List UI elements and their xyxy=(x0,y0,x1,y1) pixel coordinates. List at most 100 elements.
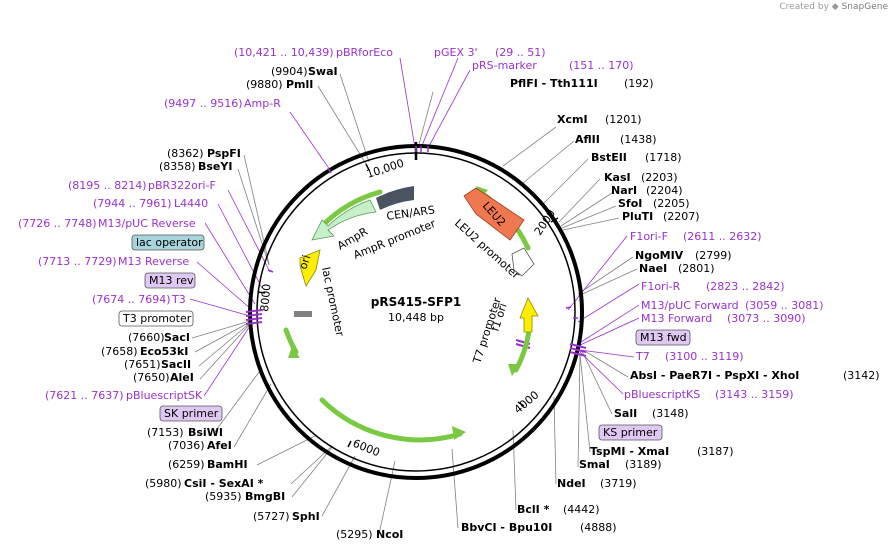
enzyme-bbvci-pos: (4888) xyxy=(580,521,617,534)
enzyme-sali-pos: (3148) xyxy=(652,407,689,420)
primer-f1ori-f-range: (2611 .. 2632) xyxy=(683,230,762,243)
primer-pbluescriptsk-range: (7621 .. 7637) xyxy=(45,389,124,402)
primer-pgex3-range: (29 .. 51) xyxy=(495,46,546,59)
enzyme-nari-pos: (2204) xyxy=(646,184,683,197)
enzyme-bsteii-pos: (1718) xyxy=(645,151,682,164)
leu2-promoter-feature xyxy=(511,247,535,277)
scale-ticks xyxy=(257,163,559,448)
enzyme-ndei-pos: (3719) xyxy=(600,477,637,490)
enzyme-afei-name: AfeI xyxy=(207,439,232,452)
primer-m13puc-fwd-name: M13/pUC Forward xyxy=(641,299,739,312)
t3-promoter-box: T3 promoter xyxy=(118,310,194,327)
sk-primer-label: SK primer xyxy=(164,407,219,420)
snapgene-credit: Created by ◆ SnapGene xyxy=(779,2,888,12)
primer-ticks xyxy=(267,146,578,319)
snapgene-logo-icon: ◆ xyxy=(831,2,839,12)
enzyme-alei-name: AleI xyxy=(170,371,194,384)
enzyme-swai-name: SwaI xyxy=(308,65,338,78)
lac-operator-mark xyxy=(294,311,312,317)
enzyme-pmli-pos: (9880) xyxy=(246,78,283,91)
enzyme-smai-pos: (3189) xyxy=(625,458,662,471)
primer-m13puc-fwd-range: (3059 .. 3081) xyxy=(745,299,824,312)
enzyme-saci-name: SacI xyxy=(164,331,190,344)
enzyme-pspfi-pos: (8362) xyxy=(167,147,204,160)
primer-prs-marker-name: pRS-marker xyxy=(472,59,537,72)
primer-ampr-range: (9497 .. 9516) xyxy=(164,97,243,110)
enzyme-absi-pos: (3142) xyxy=(843,369,880,382)
enzyme-xcmi-name: XcmI xyxy=(557,113,588,126)
ampr-feature xyxy=(311,199,377,241)
primer-pbluescriptsk-name: pBluescriptSK xyxy=(126,389,203,402)
enzyme-sfoi-pos: (2205) xyxy=(653,197,690,210)
lac-promoter-label: lac promoter xyxy=(319,266,346,338)
primer-pbrforeco-name: pBRforEco xyxy=(336,46,393,59)
mcs-bars-left xyxy=(245,309,263,325)
primer-t3-range: (7674 .. 7694) xyxy=(92,293,171,306)
enzyme-ncoi-name: NcoI xyxy=(376,528,403,541)
ks-primer-label: KS primer xyxy=(603,426,658,439)
enzyme-ngomiv-name: NgoMIV xyxy=(635,249,684,262)
primer-m13-reverse-name: M13 Reverse xyxy=(118,255,189,268)
enzyme-aflii-pos: (1438) xyxy=(620,133,657,146)
primer-pbr322-name: pBR322ori-F xyxy=(148,179,216,192)
enzyme-bcli-pos: (4442) xyxy=(563,503,600,516)
enzyme-nari-name: NarI xyxy=(611,184,637,197)
primer-pgex3-name: pGEX 3' xyxy=(434,46,478,59)
enzyme-ndei-name: NdeI xyxy=(557,477,586,490)
ori-label: ori xyxy=(296,253,313,271)
enzyme-bsiwi-name: BsiWI xyxy=(188,426,223,439)
leu2-feature xyxy=(463,187,525,241)
enzyme-pluti-name: PluTI xyxy=(622,210,653,223)
primer-ampr-name: Amp-R xyxy=(244,97,281,110)
enzyme-bamhi-pos: (6259) xyxy=(168,458,205,471)
primer-t7-range: (3100 .. 3119) xyxy=(665,350,744,363)
enzyme-smai-name: SmaI xyxy=(579,458,610,471)
enzyme-csii-name: CsiI - SexAI * xyxy=(184,477,264,490)
enzyme-csii-pos: (5980) xyxy=(145,477,182,490)
t3-promoter-label: T3 promoter xyxy=(122,312,192,325)
m13-rev-box: M13 rev xyxy=(144,272,196,289)
enzyme-pspfi-name: PspFI xyxy=(207,147,241,160)
primer-pbluescriptks-name: pBluescriptKS xyxy=(624,388,700,401)
primer-t7-name: T7 xyxy=(635,350,650,363)
enzyme-bmgbi-name: BmgBI xyxy=(245,490,285,503)
enzyme-saci-pos: (7660) xyxy=(128,331,165,344)
enzyme-kasi-pos: (2203) xyxy=(641,171,678,184)
enzyme-afei-pos: (7036) xyxy=(168,439,205,452)
enzyme-bmgbi-pos: (5935) xyxy=(205,490,242,503)
enzyme-sfoi-name: SfoI xyxy=(618,197,642,210)
primer-m13-forward-range: (3073 .. 3090) xyxy=(727,312,806,325)
primer-pbr322-range: (8195 .. 8214) xyxy=(68,179,147,192)
primer-m13puc-rev-range: (7726 .. 7748) xyxy=(18,217,97,230)
plasmid-name: pRS415-SFP1 xyxy=(371,295,462,309)
ks-primer-box: KS primer xyxy=(598,424,663,441)
enzyme-sacii-pos: (7651) xyxy=(124,358,161,371)
enzyme-bamhi-name: BamHI xyxy=(207,458,248,471)
primer-f1ori-f-name: F1ori-F xyxy=(630,230,668,243)
primer-l4440-name: L4440 xyxy=(174,197,208,210)
snapgene-brand: SnapGene xyxy=(841,2,888,12)
enzyme-absi-name: AbsI - PaeR7I - PspXI - XhoI xyxy=(630,369,799,382)
primer-f1ori-r-range: (2823 .. 2842) xyxy=(706,280,785,293)
enzyme-xcmi-pos: (1201) xyxy=(605,113,642,126)
enzyme-sphi-pos: (5727) xyxy=(253,510,290,523)
tick-label-6000: 6000 xyxy=(351,437,382,460)
enzyme-bseyi-name: BseYI xyxy=(198,160,232,173)
enzyme-eco53ki-pos: (7658) xyxy=(101,345,138,358)
primer-m13puc-rev-name: M13/pUC Reverse xyxy=(98,217,196,230)
enzyme-bsiwi-pos: (7153) xyxy=(147,426,184,439)
lac-operator-box: lac operator xyxy=(131,234,205,251)
tick-label-4000: 4000 xyxy=(512,388,542,416)
primer-f1ori-r-name: F1ori-R xyxy=(641,280,681,293)
tick-label-8000: 8000 xyxy=(258,283,273,312)
primer-prs-marker-range: (151 .. 170) xyxy=(569,59,634,72)
enzyme-ngomiv-pos: (2799) xyxy=(695,249,732,262)
enzyme-bseyi-pos: (8358) xyxy=(159,160,196,173)
enzyme-naei-name: NaeI xyxy=(639,262,667,275)
m13-fwd-label: M13 fwd xyxy=(640,331,687,344)
enzyme-alei-pos: (7650) xyxy=(133,371,170,384)
primer-m13-reverse-range: (7713 .. 7729) xyxy=(38,255,117,268)
f1-ori-feature xyxy=(519,297,539,333)
plasmid-length: 10,448 bp xyxy=(388,311,444,324)
enzyme-pflfi-name: PflFI - Tth111I xyxy=(510,77,598,90)
